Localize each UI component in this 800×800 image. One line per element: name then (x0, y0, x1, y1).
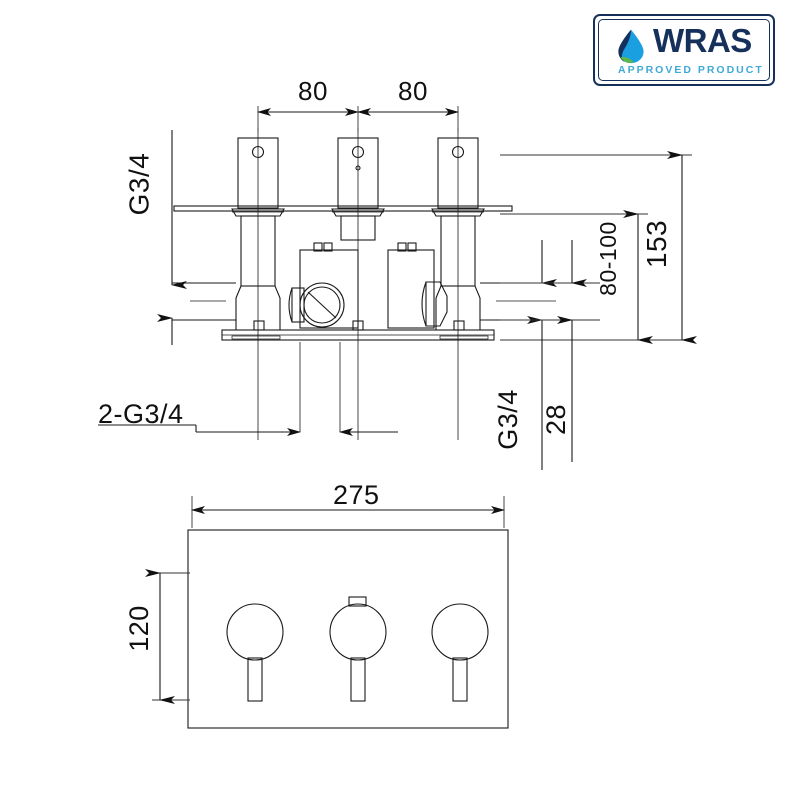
dimension-overall-height-group (500, 151, 697, 344)
badge-inner-border (598, 19, 770, 81)
callout-label-top-inlet-thread: G3/4 (123, 152, 155, 216)
callout-label-dual-inlet-thread: 2-G3/4 (98, 399, 184, 429)
valve-stem-left (231, 137, 285, 331)
outlet-pipe-right (480, 282, 556, 321)
dimension-plate-width-group (191, 496, 505, 528)
callout-dual-inlet-leader (98, 342, 398, 436)
front-elevation-view (187, 529, 509, 729)
dimension-label-overall-height: 153 (641, 219, 673, 269)
water-droplet-icon (618, 29, 644, 64)
dimension-label-outlet-offset: 28 (541, 403, 572, 436)
dimension-depth-range-group (500, 210, 653, 344)
wras-subtitle: APPROVED PRODUCT (618, 64, 764, 76)
wras-approved-product-badge: WRAS APPROVED PRODUCT (593, 14, 775, 86)
dimension-label-spacing-right: 80 (398, 76, 428, 106)
handle-left (226, 603, 284, 702)
internal-cartridge-right (387, 242, 448, 329)
dimension-plate-height-group (145, 569, 190, 704)
dimension-outlet-offset-group (500, 240, 600, 462)
wall-plate (173, 205, 513, 212)
face-plate-outline (187, 529, 509, 729)
dimension-label-depth-range: 80-100 (594, 221, 621, 296)
base-mounting-plate (221, 320, 495, 341)
wras-wordmark: WRAS (653, 22, 752, 59)
valve-stem-middle (331, 137, 385, 241)
dimension-label-spacing-left: 80 (298, 76, 328, 106)
handle-right (431, 603, 489, 702)
dimension-spacing-80-group (257, 106, 459, 132)
inlet-pipe-left (172, 282, 236, 321)
handle-middle (329, 596, 387, 702)
dimension-label-plate-height: 120 (123, 605, 154, 652)
dimension-label-plate-width: 275 (333, 480, 380, 510)
callout-label-outlet-thread: G3/4 (492, 389, 523, 450)
internal-cartridge-left (288, 242, 359, 329)
